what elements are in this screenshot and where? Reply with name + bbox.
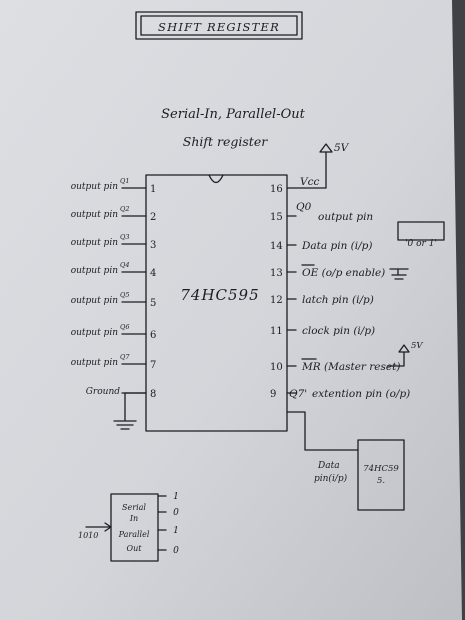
chip-name: 74HC595: [180, 286, 259, 304]
sipo-label-in: In: [129, 514, 138, 523]
sipo-label-parallel: Parallel: [118, 530, 150, 539]
second-chip-body: [357, 439, 405, 511]
left-pin-number: 3: [150, 240, 156, 251]
right-pin-number: 15: [270, 212, 283, 223]
right-pin-number: 9: [270, 389, 276, 400]
right-pin-label: output pin: [318, 211, 373, 223]
diagram-subtitle-2: Shift register: [183, 134, 268, 149]
right-pin-label: Data pin (i/p): [301, 240, 373, 252]
left-pin-label: output pin: [71, 210, 119, 220]
left-pin-sub: Q4: [120, 261, 129, 269]
sipo-input-arrow: [85, 522, 112, 532]
left-pin-number: 5: [150, 298, 156, 309]
right-pin-label: OE (o/p enable): [302, 267, 385, 279]
title-box-outer: [135, 11, 303, 40]
left-pin-number: 7: [150, 360, 156, 371]
ground-symbol: [113, 420, 137, 430]
left-pin-label: output pin: [71, 358, 119, 368]
second-chip-name: 74HC59: [363, 464, 399, 474]
left-pin-number: 2: [150, 212, 156, 223]
diagram-subtitle: Serial-In, Parallel-Out: [161, 107, 306, 122]
cascade-wire: [286, 411, 359, 451]
sipo-output-value: 1: [173, 492, 179, 502]
oe-ground-symbol: [389, 268, 409, 280]
left-pin-sub: Q3: [120, 233, 129, 241]
right-pin-label: clock pin (i/p): [302, 325, 375, 337]
data-link-label-2: pin(i/p): [314, 473, 348, 484]
right-pin-prefix: Q0: [296, 201, 312, 213]
sipo-label-out: Out: [127, 544, 143, 553]
data-value-text: '0 or 1': [405, 239, 437, 249]
left-pin-label: output pin: [71, 182, 119, 192]
left-pin-label: output pin: [71, 266, 119, 276]
page-title: SHIFT REGISTER: [158, 20, 280, 34]
right-pin-number: 11: [270, 326, 283, 337]
vcc-label: Vcc: [300, 176, 319, 188]
mr-supply-label: 5V: [411, 341, 423, 351]
right-pin-number: 13: [270, 268, 283, 279]
data-link-label: Data: [317, 461, 340, 471]
right-pin-number: 12: [270, 295, 283, 306]
left-pin-sub: Q7: [120, 353, 130, 361]
title-box-inner: [140, 15, 298, 36]
sipo-output-value: 0: [173, 546, 179, 556]
left-pin-label: output pin: [71, 238, 119, 248]
left-pin-number: 8: [150, 389, 156, 400]
left-pin-label: Ground: [86, 387, 121, 397]
right-pin-number: 10: [270, 362, 283, 373]
left-pin-sub: Q2: [120, 205, 129, 213]
left-pin-sub: Q5: [120, 291, 129, 299]
left-pin-label: output pin: [71, 296, 119, 306]
left-pin-number: 6: [150, 330, 156, 341]
sipo-output-value: 1: [173, 526, 179, 536]
right-pin-label: extention pin (o/p): [312, 388, 410, 400]
vcc-arrow: [319, 143, 333, 153]
left-pin-number: 4: [150, 268, 156, 279]
chip-notch: [208, 174, 224, 184]
vcc-supply-label: 5V: [334, 142, 350, 154]
chip-body: [145, 174, 288, 432]
right-pin-prefix: Q7': [289, 388, 307, 400]
ground-wire: [124, 392, 147, 421]
vcc-wire: [286, 151, 327, 189]
left-pin-number: 1: [150, 184, 156, 195]
sipo-output-value: 0: [173, 508, 179, 518]
left-pin-sub: Q6: [120, 323, 129, 331]
second-chip-name-2: 5.: [377, 476, 385, 486]
left-pin-label: output pin: [71, 328, 119, 338]
right-pin-label: latch pin (i/p): [302, 294, 374, 306]
mr-5v-arrow: [387, 344, 410, 367]
left-pin-sub: Q1: [120, 177, 129, 185]
right-pin-number: 16: [270, 184, 283, 195]
right-pin-label: MR (Master reset): [301, 361, 400, 373]
sipo-input-value: 1010: [78, 531, 98, 540]
data-value-box: [397, 221, 445, 241]
right-pin-number: 14: [270, 241, 283, 252]
sipo-label-serial: Serial: [122, 503, 146, 512]
